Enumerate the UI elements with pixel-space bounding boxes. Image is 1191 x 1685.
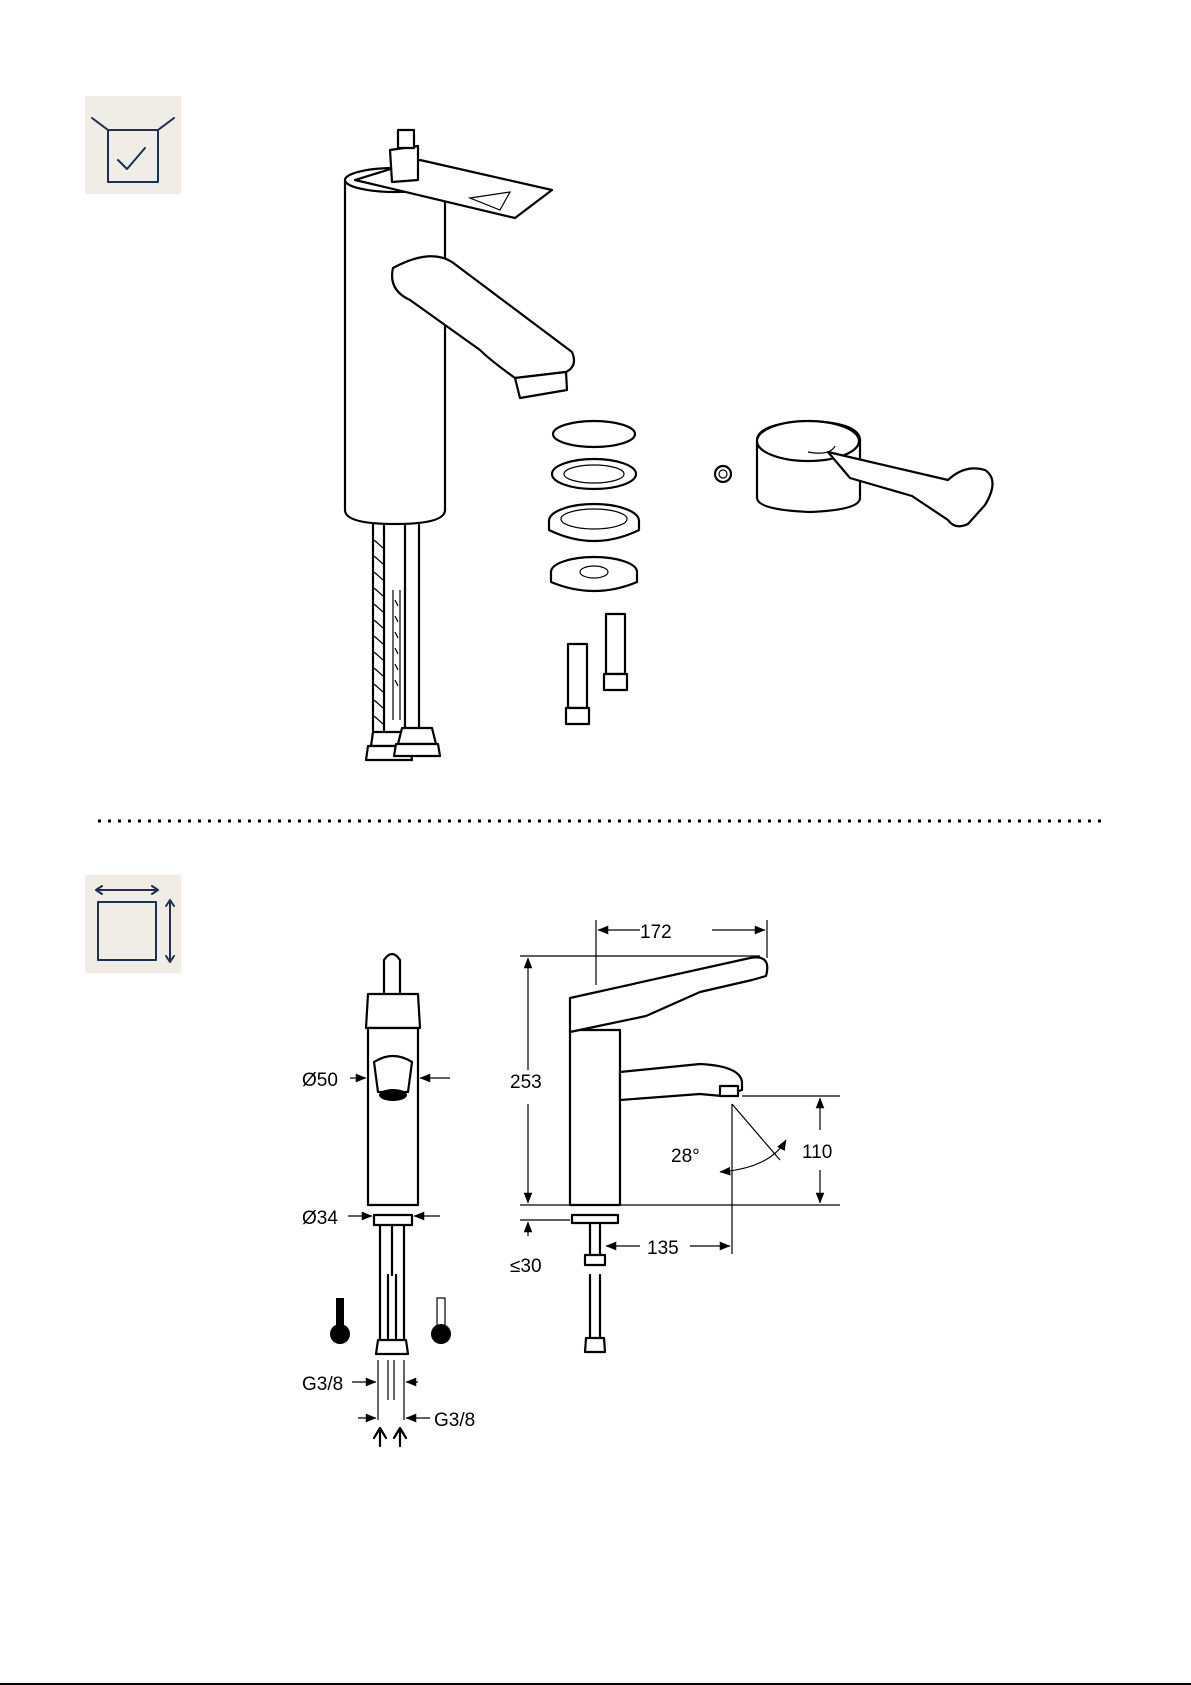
height-label: 253	[510, 1072, 542, 1093]
reach-label: 135	[647, 1238, 679, 1259]
width-label: 172	[640, 922, 672, 943]
cold-connection-label: G3/8	[434, 1410, 475, 1431]
scope-of-delivery-icon	[85, 96, 181, 194]
dimensions-icon	[85, 875, 181, 973]
front-view-drawing: Ø50 Ø34 G3/8 G3/8	[302, 954, 475, 1446]
seal-rings	[549, 421, 639, 591]
shank-diameter-label: Ø34	[302, 1208, 338, 1229]
spout-height-label: 110	[802, 1142, 832, 1163]
hot-connection-label: G3/8	[302, 1374, 343, 1395]
set-screw	[715, 466, 731, 482]
threaded-rods	[566, 614, 627, 724]
faucet-exploded-view	[345, 130, 993, 760]
body-diameter-label: Ø50	[302, 1070, 338, 1091]
supply-hoses	[366, 525, 440, 760]
max-deck-label: ≤30	[510, 1256, 542, 1277]
faucet-body	[345, 168, 445, 524]
hot-thermometer-icon	[330, 1298, 350, 1344]
side-view-drawing: 172 253 28° 110 135 ≤30	[510, 920, 840, 1352]
cold-thermometer-icon	[431, 1298, 451, 1344]
angle-label: 28°	[671, 1146, 700, 1167]
lever-handle	[757, 421, 993, 526]
